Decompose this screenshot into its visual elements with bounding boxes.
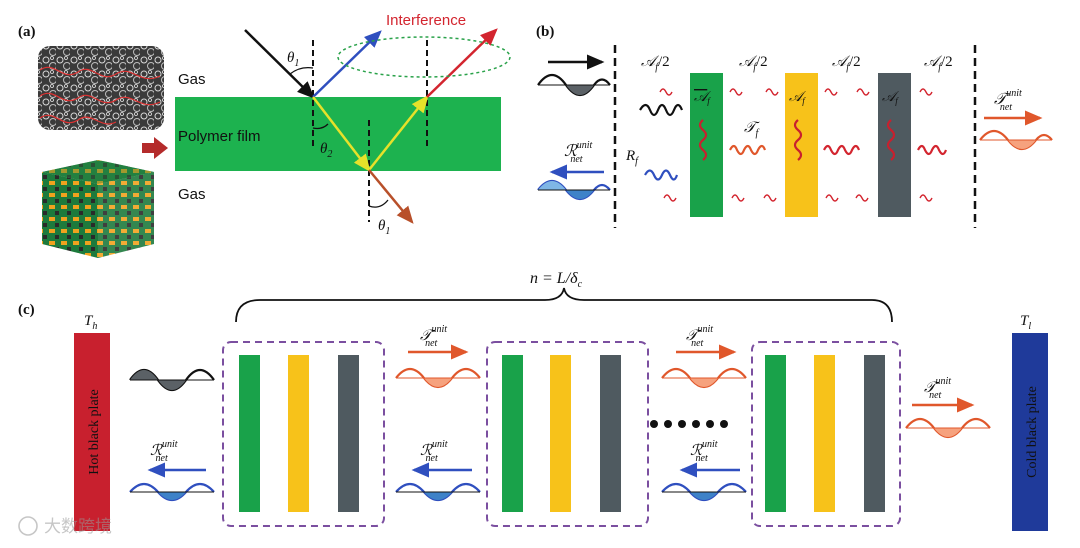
wave-pair-2 [661, 344, 747, 502]
panel-c: (c) n = L/δc Hot black plate Th Cold bla… [18, 270, 1048, 531]
hot-plate-label: Hot black plate [87, 389, 102, 475]
foam-micrograph [38, 46, 164, 130]
exit-ray [426, 28, 498, 98]
cold-plate-label: Cold black plate [1025, 386, 1040, 478]
cell2-green-film [502, 355, 523, 512]
half-abs-3: 𝒜f/2 [832, 54, 861, 73]
interference-ellipse [337, 36, 511, 78]
theta2-label: θ2 [320, 141, 332, 160]
squiggle-waves [639, 88, 948, 202]
unit-cell-1 [222, 341, 385, 527]
film-yellow-b [785, 73, 818, 217]
theta2-arc [312, 123, 329, 130]
film-abs-1: 𝒜f [694, 90, 711, 106]
unit-cell-2 [486, 341, 649, 527]
watermark-text: 大数跨境 [44, 517, 112, 536]
cold-temp-label: Tl [1020, 313, 1031, 332]
transmitted-wave-b [979, 110, 1053, 151]
cell1-gray-film [338, 355, 359, 512]
reflected-ray [312, 30, 382, 98]
polymer-film [175, 97, 501, 171]
cell1-green-film [239, 355, 260, 512]
lattice-cube [42, 160, 154, 258]
panel-a: (a) Gas Polymer film Gas [18, 12, 511, 258]
cell2-gray-film [600, 355, 621, 512]
film-green-b [690, 73, 723, 217]
wave-pair-1 [395, 344, 481, 502]
watermark: 大数跨境 [18, 516, 112, 536]
half-abs-2: 𝒜f/2 [739, 54, 768, 73]
arrow-to-film-icon [142, 137, 168, 159]
film-gray-b [878, 73, 911, 217]
reflected-wave-c [129, 462, 215, 502]
interference-label: Interference [386, 12, 466, 29]
cell2-yellow-film [550, 355, 571, 512]
reflected-wave [537, 164, 611, 201]
incident-ray [244, 29, 315, 99]
cell3-gray-film [864, 355, 885, 512]
refracted-ray-down [312, 96, 371, 172]
cold-plate [1012, 333, 1048, 531]
refl-f-label: Rf [625, 148, 639, 167]
n-equation: n = L/δc [530, 270, 583, 290]
panel-c-label: (c) [18, 302, 35, 318]
cell3-yellow-film [814, 355, 835, 512]
film-label: Polymer film [178, 128, 261, 145]
hot-plate [74, 333, 110, 531]
transmitted-ray [368, 169, 414, 224]
final-transmitted-wave [905, 397, 991, 439]
ellipsis-dots [650, 420, 728, 428]
gas-top-label: Gas [178, 71, 206, 88]
half-abs-1: 𝒜f/2 [641, 54, 670, 73]
film-abs-3: 𝒜f [882, 90, 899, 106]
hot-temp-label: Th [84, 313, 97, 332]
period-brace [235, 287, 893, 323]
unit-cell-3 [751, 341, 901, 527]
refracted-ray-up [368, 95, 429, 171]
cell3-green-film [765, 355, 786, 512]
theta1-arc-bottom [368, 199, 389, 208]
theta1-label-top: θ1 [287, 50, 299, 69]
watermark-logo-icon [18, 516, 38, 536]
panel-a-label: (a) [18, 24, 36, 40]
film-abs-2: 𝒜f [789, 90, 806, 106]
half-abs-4: 𝒜f/2 [924, 54, 953, 73]
gas-bottom-label: Gas [178, 186, 206, 203]
theta1-label-bottom: θ1 [378, 218, 390, 237]
trans-f-label: 𝒯f [744, 120, 760, 139]
incoming-wave-c [129, 368, 215, 392]
theta1-arc-top [289, 66, 314, 75]
cell1-yellow-film [288, 355, 309, 512]
incoming-wave [537, 54, 611, 97]
panel-b-label: (b) [536, 24, 554, 40]
